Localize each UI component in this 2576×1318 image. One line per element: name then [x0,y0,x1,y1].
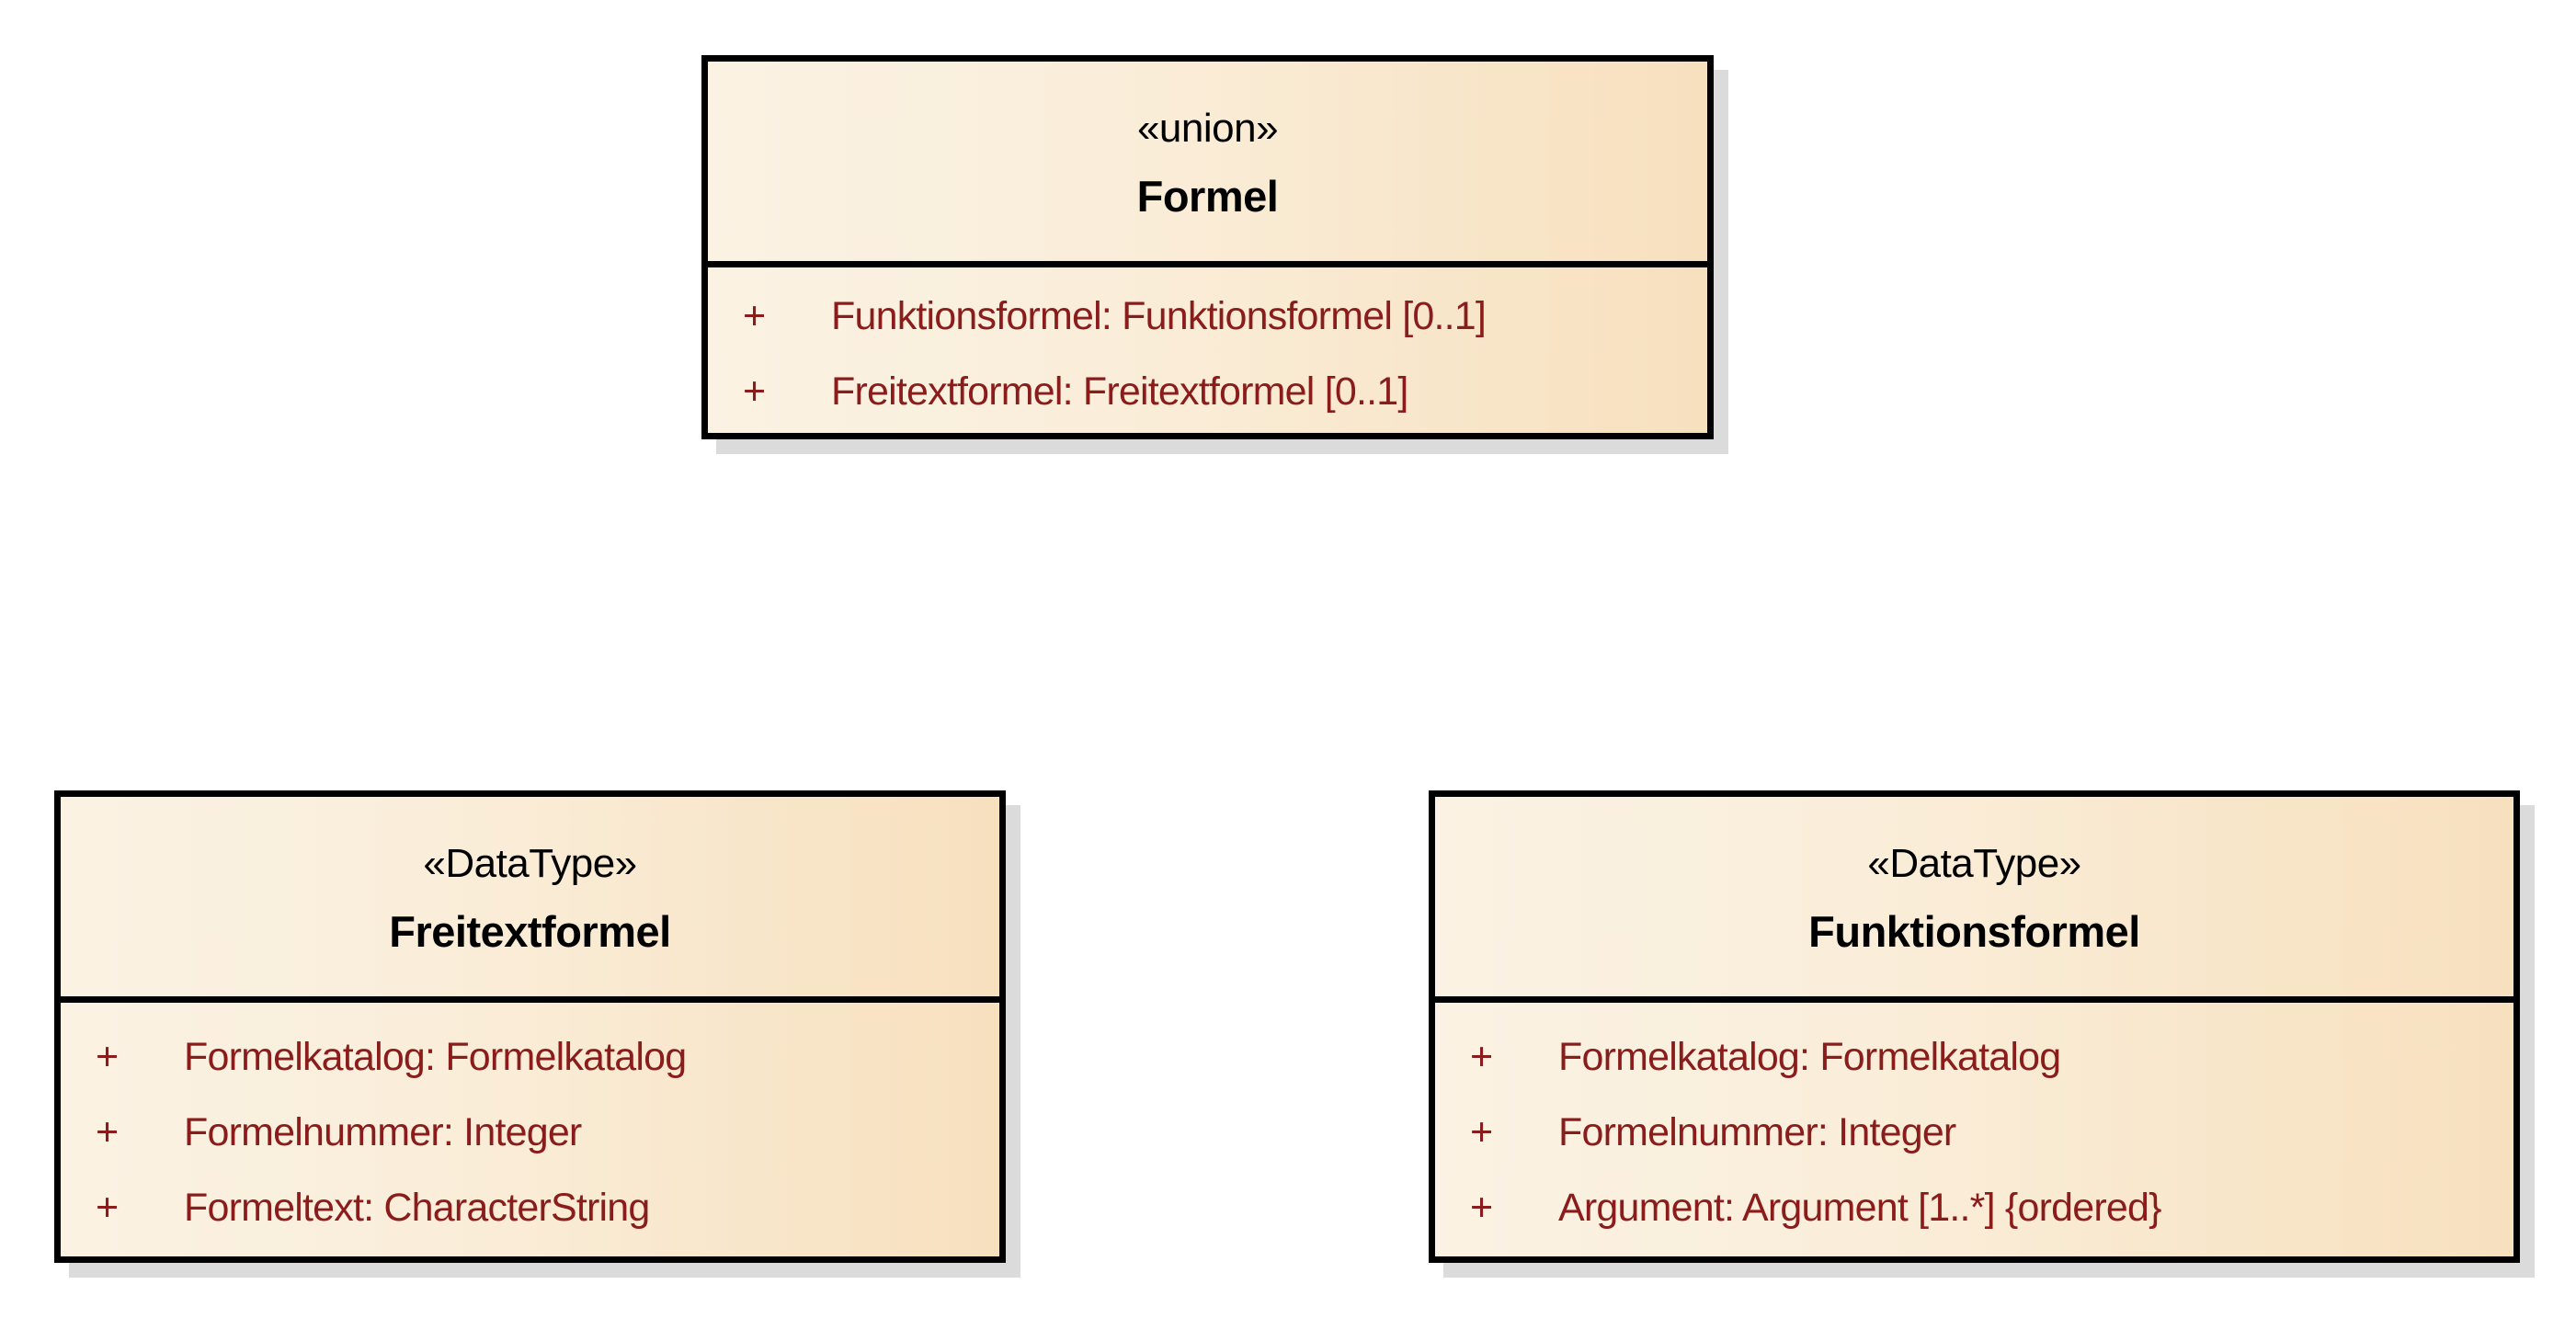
visibility-plus: + [96,1186,119,1230]
attribute-row: + Formelkatalog: Formelkatalog [61,1019,999,1095]
class-header: «DataType» Freitextformel [61,797,999,996]
visibility-plus: + [96,1110,119,1154]
class-stereotype: «DataType» [1867,841,2081,886]
attribute-text: Formeltext: CharacterString [184,1186,650,1230]
class-header: «DataType» Funktionsformel [1435,797,2513,996]
uml-class-box-formel[interactable]: «union» Formel + Funktionsformel: Funkti… [701,55,1714,439]
attributes-compartment: + Formelkatalog: Formelkatalog + Formeln… [61,996,999,1245]
attribute-text: Formelkatalog: Formelkatalog [1558,1035,2061,1079]
attributes-compartment: + Formelkatalog: Formelkatalog + Formeln… [1435,996,2513,1245]
class-stereotype: «union» [1136,106,1279,151]
attribute-text: Argument: Argument [1..*] {ordered} [1558,1186,2161,1230]
class-name: Freitextformel [389,907,671,956]
visibility-plus: + [1470,1186,1493,1230]
attribute-row: + Argument: Argument [1..*] {ordered} [1435,1170,2513,1245]
visibility-plus: + [743,294,766,338]
attribute-text: Formelnummer: Integer [1558,1110,1956,1154]
class-header: «union» Formel [708,62,1707,261]
attribute-text: Formelnummer: Integer [184,1110,582,1154]
class-name: Formel [1136,172,1279,221]
visibility-plus: + [1470,1035,1493,1079]
attribute-row: + Formeltext: CharacterString [61,1170,999,1245]
attributes-compartment: + Funktionsformel: Funktionsformel [0..1… [708,261,1707,429]
attribute-row: + Formelkatalog: Formelkatalog [1435,1019,2513,1095]
class-stereotype: «DataType» [423,841,637,886]
class-name: Funktionsformel [1808,907,2140,956]
visibility-plus: + [1470,1110,1493,1154]
attribute-row: + Funktionsformel: Funktionsformel [0..1… [708,278,1707,354]
attribute-text: Freitextformel: Freitextformel [0..1] [831,369,1408,414]
attribute-row: + Formelnummer: Integer [1435,1095,2513,1170]
uml-class-box-funktionsformel[interactable]: «DataType» Funktionsformel + Formelkatal… [1429,790,2520,1263]
attribute-row: + Freitextformel: Freitextformel [0..1] [708,354,1707,429]
uml-class-box-freitextformel[interactable]: «DataType» Freitextformel + Formelkatalo… [54,790,1006,1263]
attribute-text: Formelkatalog: Formelkatalog [184,1035,687,1079]
attribute-text: Funktionsformel: Funktionsformel [0..1] [831,294,1487,338]
visibility-plus: + [96,1035,119,1079]
visibility-plus: + [743,369,766,414]
attribute-row: + Formelnummer: Integer [61,1095,999,1170]
